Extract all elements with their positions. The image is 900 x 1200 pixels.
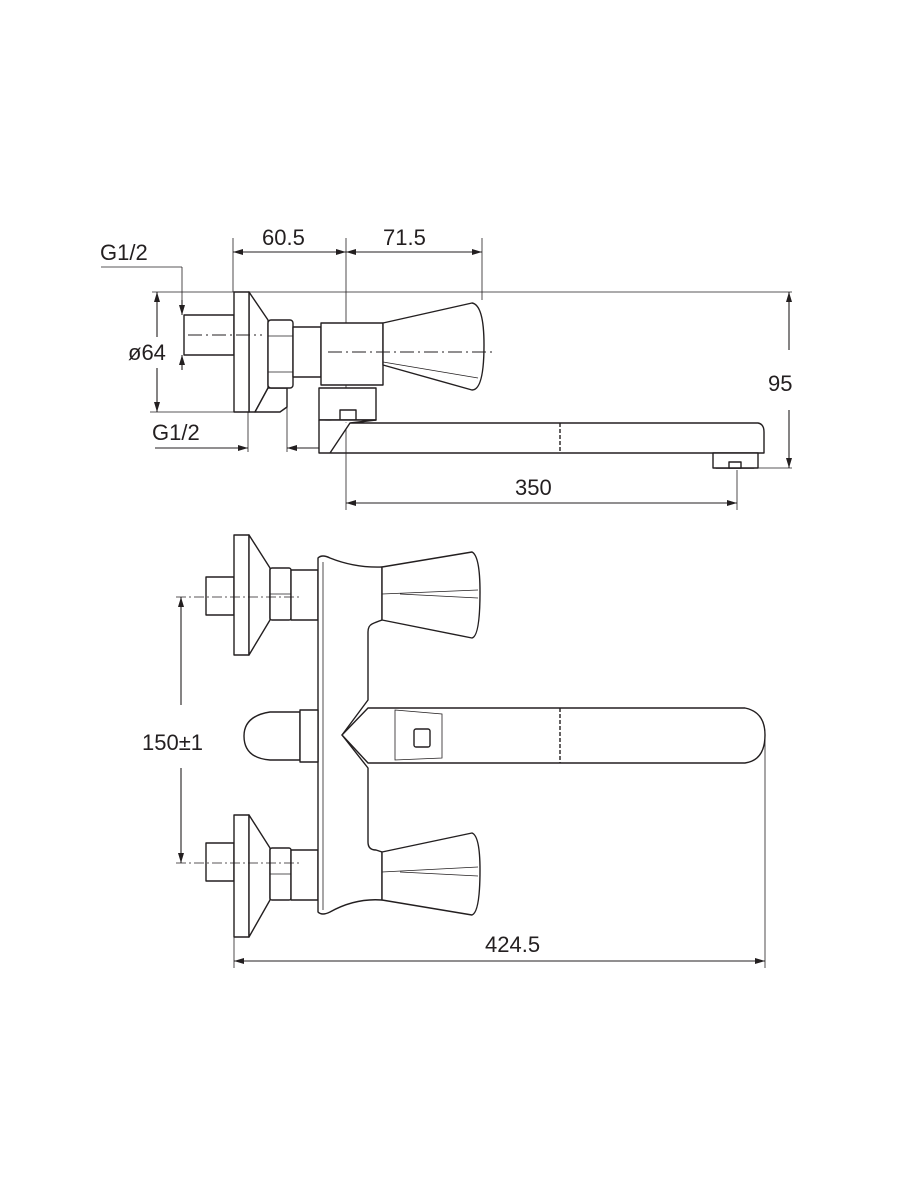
height-label: 95 [768,371,792,396]
handle-bottom [381,832,481,916]
overall-length-label: 424.5 [485,932,540,957]
inlet-assembly-top [205,534,319,656]
inlet-assembly-bottom [205,814,319,938]
spout-length-label: 350 [515,475,552,500]
mixer-body [317,555,383,915]
flange-diameter-label: ø64 [128,340,166,365]
inlet-spacing-label: 150±1 [142,730,203,755]
spout-side [318,419,765,469]
wall-flange [233,291,250,413]
hex-nut [267,319,294,389]
connector [292,326,322,378]
valve-body [320,322,384,386]
thread-label-bottom: G1/2 [152,420,200,445]
flange-skirt [254,387,288,413]
diverter-knob [243,711,301,761]
front-view: 150±1 424.5 [142,534,766,968]
spout [341,707,766,764]
side-view: 60.5 71.5 G1/2 ø64 G1/2 95 350 [100,225,792,510]
dim-label-71-5: 71.5 [383,225,426,250]
handle [382,302,485,391]
dim-label-60-5: 60.5 [262,225,305,250]
thread-label-top: G1/2 [100,240,148,265]
handle-top [381,551,481,639]
